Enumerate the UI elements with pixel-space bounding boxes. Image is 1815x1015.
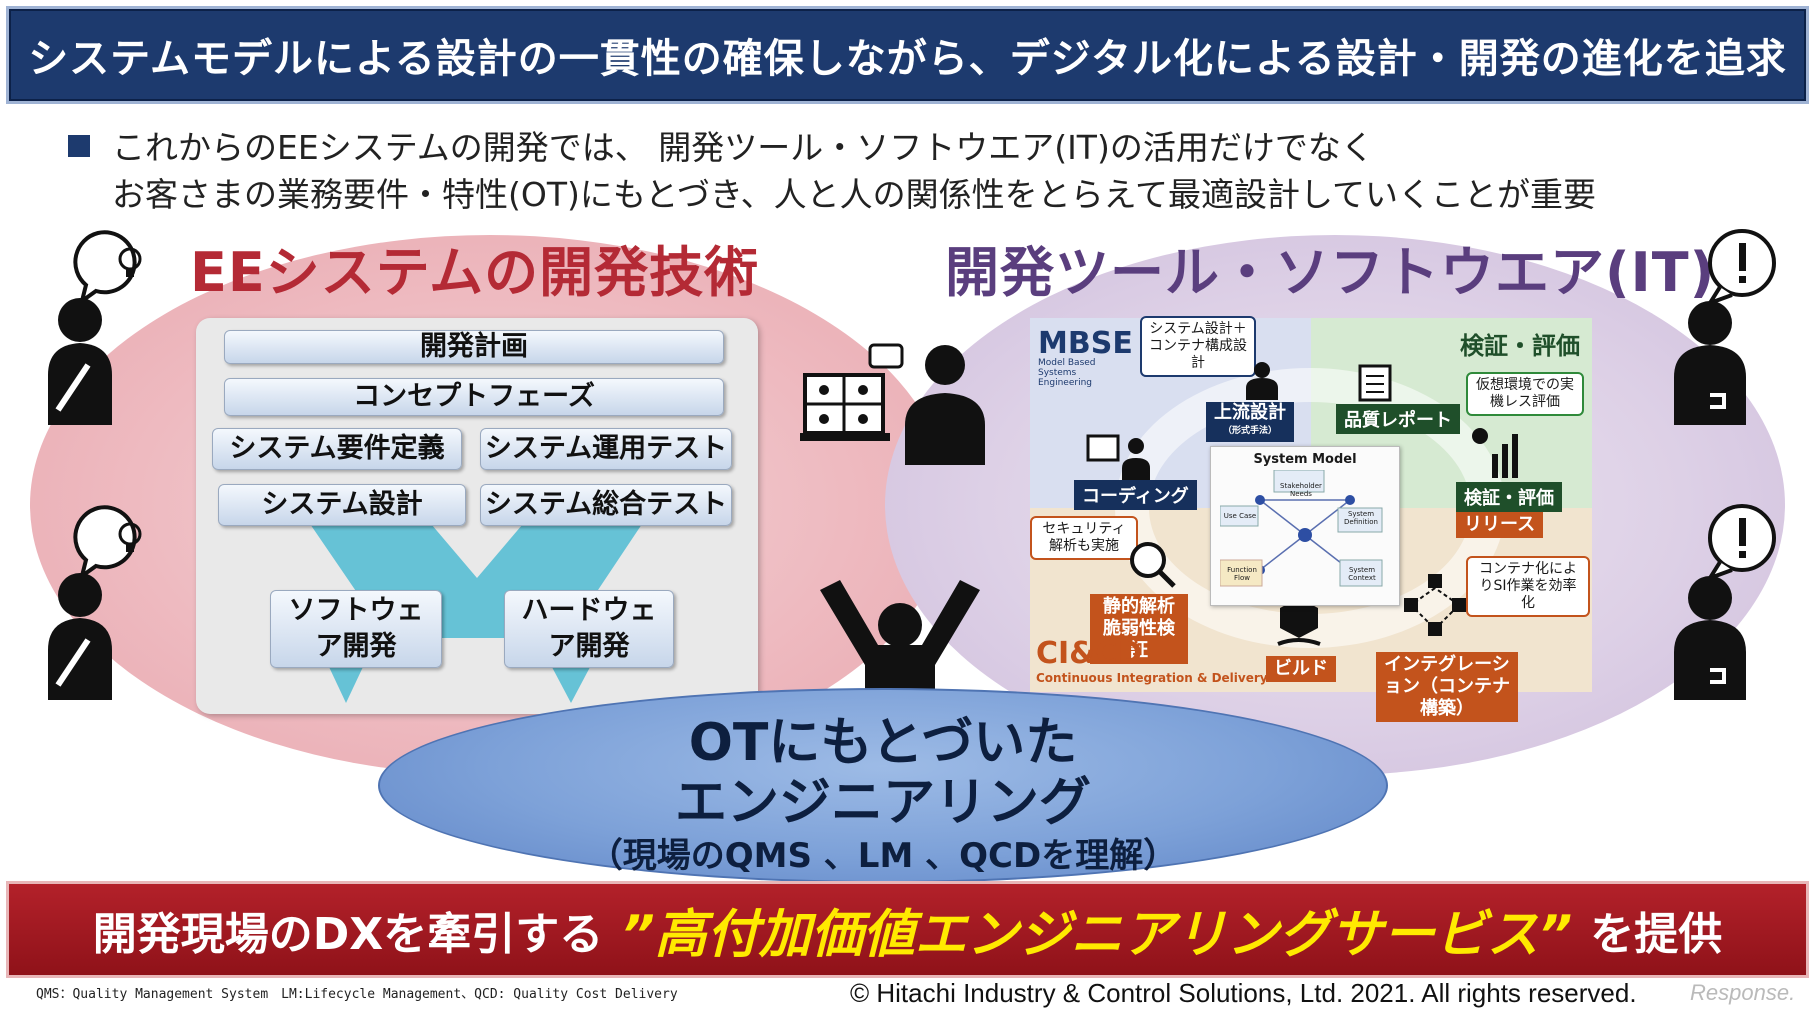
tag-build: ビルド	[1266, 656, 1336, 682]
step-ops-test: システム運用テスト	[480, 428, 732, 470]
node-use-case: Use Case	[1222, 512, 1258, 520]
bullet-square-icon	[68, 135, 90, 157]
video-conference-icon	[800, 335, 1000, 465]
step-integration-test: システム総合テスト	[480, 484, 732, 526]
node-stakeholder-needs: Stakeholder Needs	[1276, 482, 1326, 498]
copyright: © Hitachi Industry & Control Solutions, …	[850, 978, 1637, 1009]
exclaiming-person-icon	[1650, 500, 1780, 700]
mbse-subtitle: Model Based Systems Engineering	[1038, 358, 1128, 388]
magnifier-icon	[1126, 538, 1176, 588]
callout-system-design: システム設計＋コンテナ構成設計	[1140, 316, 1256, 377]
cicd-subtitle: Continuous Integration & Delivery	[1036, 671, 1268, 685]
system-model-title: System Model	[1210, 452, 1400, 467]
banner-highlight: ”高付加価値エンジニアリングサービス”	[621, 892, 1572, 967]
callout-virtual-env: 仮想環境での実機レス評価	[1466, 372, 1584, 416]
banner-pre: 開発現場のDXを牽引する	[93, 898, 603, 962]
tag-verify: 検証・評価	[1456, 482, 1562, 512]
node-system-definition: System Definition	[1340, 510, 1382, 526]
coder-icon	[1086, 434, 1156, 480]
tag-integration: インテグレーション（コンテナ構築）	[1376, 652, 1518, 722]
it-section-title: 開発ツール・ソフトウエア(IT)	[945, 228, 1715, 307]
mbse-title: MBSE	[1038, 326, 1133, 361]
thinking-person-icon	[28, 500, 148, 700]
ot-line-2: エンジニアリング	[378, 760, 1388, 835]
thinking-person-icon	[28, 225, 148, 425]
tag-quality-report: 品質レポート	[1336, 404, 1460, 434]
tag-coding: コーディング	[1074, 480, 1197, 510]
header-banner: システムモデルによる設計の一貫性の確保しながら、デジタル化による設計・開発の進化…	[6, 6, 1809, 104]
tag-upstream-label: 上流設計	[1214, 404, 1286, 422]
intro-text: これからのEEシステムの開発では、 開発ツール・ソフトウエア(IT)の活用だけで…	[68, 124, 1718, 218]
exclaiming-person-icon	[1650, 225, 1780, 425]
value-banner: 開発現場のDXを牽引する ”高付加価値エンジニアリングサービス” を提供	[6, 881, 1809, 978]
verify-title: 検証・評価	[1460, 326, 1580, 361]
cicd-title: CI&CD	[1036, 636, 1142, 671]
watermark: Response.	[1690, 980, 1795, 1006]
step-design: システム設計	[218, 484, 466, 526]
tag-upstream-sub: （形式手法）	[1214, 422, 1286, 440]
banner-post: を提供	[1590, 898, 1722, 962]
intro-line-2: お客さまの業務要件・特性(OT)にもとづき、人と人の関係性をとらえて最適設計して…	[112, 175, 1596, 214]
step-software: ソフトウェア開発	[270, 590, 442, 668]
node-function-flow: Function Flow	[1222, 566, 1262, 582]
container-network-icon	[1400, 570, 1470, 640]
step-concept: コンセプトフェーズ	[224, 378, 724, 416]
step-hardware: ハードウェア開発	[504, 590, 674, 668]
node-system-context: System Context	[1342, 566, 1382, 582]
designer-icon	[1242, 360, 1282, 400]
callout-security: セキュリティ解析も実施	[1030, 516, 1138, 560]
tag-release: リリース	[1456, 512, 1543, 538]
step-requirements: システム要件定義	[212, 428, 462, 470]
report-icon	[1356, 362, 1400, 402]
ee-section-title: EEシステムの開発技術	[190, 228, 759, 307]
ot-line-3: （現場のQMS 、LM 、QCDを理解）	[378, 828, 1388, 877]
intro-line-1: これからのEEシステムの開発では、 開発ツール・ソフトウエア(IT)の活用だけで…	[112, 128, 1374, 167]
header-title: システムモデルによる設計の一貫性の確保しながら、デジタル化による設計・開発の進化…	[28, 26, 1787, 84]
callout-containerization: コンテナ化によりSI作業を効率化	[1466, 556, 1590, 617]
step-plan: 開発計画	[224, 330, 724, 364]
tag-upstream: 上流設計 （形式手法）	[1206, 402, 1294, 442]
analytics-chart-icon	[1466, 424, 1526, 480]
footnote-definitions: QMS：Quality Management System LM:Lifecyc…	[36, 983, 678, 1002]
